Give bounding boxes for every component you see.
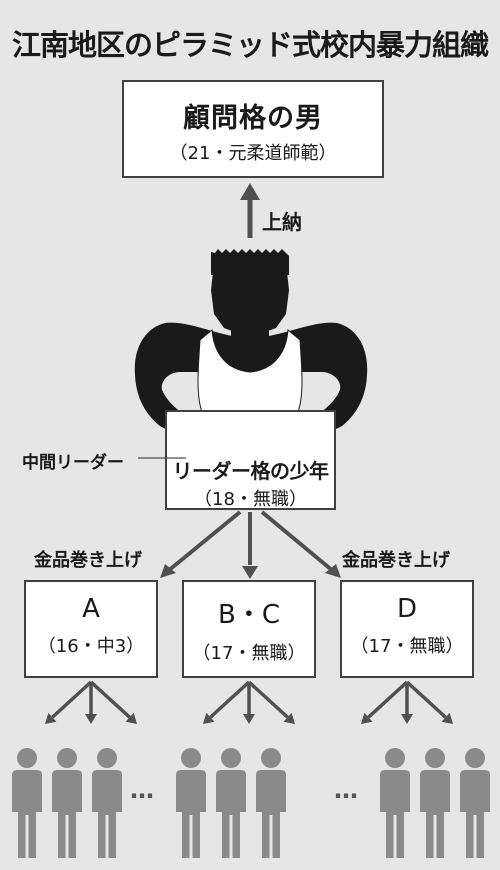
- member-figure-icon: [176, 748, 206, 858]
- ellipsis-right: …: [334, 776, 358, 804]
- extortion-label-left: 金品巻き上げ: [34, 550, 142, 571]
- tribute-arrow: [240, 183, 260, 238]
- member-arrow: [405, 680, 453, 724]
- leader-name: リーダー格の少年: [172, 459, 330, 483]
- advisor-name: 顧問格の男: [183, 103, 323, 134]
- member-figure-icon: [52, 748, 82, 858]
- member-figure-icon: [216, 748, 246, 858]
- advisor-detail: （21・元柔道師範）: [169, 143, 337, 164]
- leader-detail: （18・無職）: [194, 489, 307, 510]
- member-arrow: [243, 682, 255, 724]
- sub-leader-name: B・C: [218, 600, 280, 630]
- member-figure-icon: [380, 748, 410, 858]
- member-figure-icon: [256, 748, 286, 858]
- sub-leader-box-a: A （16・中3）: [24, 580, 158, 678]
- sub-leader-detail: （17・無職）: [192, 643, 306, 664]
- tribute-label: 上納: [262, 210, 302, 234]
- member-arrow: [85, 682, 97, 724]
- member-arrow: [203, 680, 251, 724]
- diagram-title: 江南地区のピラミッド式校内暴力組織: [12, 28, 489, 62]
- leader-box: リーダー格の少年 （18・無職）: [165, 410, 336, 510]
- middle-leader-callout: 中間リーダー: [22, 453, 124, 473]
- member-arrow: [361, 680, 409, 724]
- member-figure-icon: [460, 748, 490, 858]
- sub-leader-box-d: D （17・無職）: [340, 580, 474, 678]
- sub-leader-detail: （16・中3）: [37, 636, 145, 657]
- member-figure-icon: [420, 748, 450, 858]
- extortion-label-right: 金品巻き上げ: [342, 550, 450, 571]
- member-figure-icon: [12, 748, 42, 858]
- member-arrow: [89, 680, 137, 724]
- member-arrow: [401, 682, 413, 724]
- member-figure-icon: [92, 748, 122, 858]
- ellipsis-left: …: [130, 776, 154, 804]
- member-arrow: [45, 680, 93, 724]
- sub-leader-detail: （17・無職）: [350, 636, 464, 657]
- sub-leader-name: A: [82, 594, 100, 624]
- sub-leader-box-bc: B・C （17・無職）: [182, 580, 316, 678]
- sub-leader-name: D: [396, 594, 418, 624]
- member-arrow: [247, 680, 295, 724]
- advisor-box: 顧問格の男 （21・元柔道師範）: [122, 80, 384, 178]
